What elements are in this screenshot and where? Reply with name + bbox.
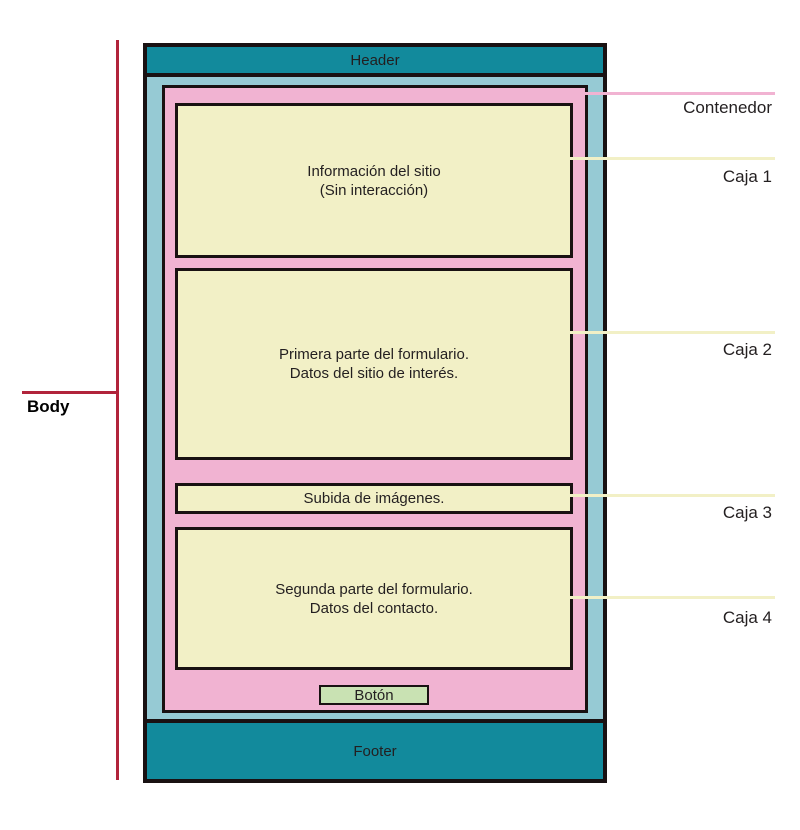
caja-4-leader-line: [553, 596, 775, 599]
boton-button: Botón: [319, 685, 429, 705]
body-bracket-line: [116, 40, 119, 780]
contenedor-box: Información del sitio (Sin interacción) …: [162, 85, 588, 713]
body-label: Body: [27, 397, 70, 416]
contenedor-callout-label: Contenedor: [683, 98, 772, 117]
contenedor-leader-line: [558, 92, 775, 95]
caja-2-line-1: Primera parte del formulario.: [278, 346, 470, 363]
caja-2-leader-line: [553, 331, 775, 334]
caja-3-leader-line: [553, 494, 775, 497]
caja-4-line-1: Segunda parte del formulario.: [275, 580, 473, 598]
caja-1-line-1: Información del sitio: [307, 162, 441, 180]
caja-3-box: Subida de imágenes.: [175, 483, 573, 514]
caja-2-box: Primera parte del formulario. Datos del …: [175, 268, 573, 460]
caja-1-leader-line: [553, 157, 775, 160]
caja-4-box: Segunda parte del formulario. Datos del …: [175, 527, 573, 670]
header-label: Header: [350, 51, 400, 69]
caja-4-line-2: Datos del contacto.: [309, 599, 439, 617]
caja-1-box: Información del sitio (Sin interacción): [175, 103, 573, 258]
footer-bar: Footer: [147, 719, 603, 779]
page-container: Header Información del sitio (Sin intera…: [143, 43, 607, 783]
body-bracket-tick: [22, 391, 117, 394]
caja-3-callout-label: Caja 3: [722, 503, 772, 522]
footer-label: Footer: [353, 742, 397, 760]
caja-1-line-2: (Sin interacción): [319, 181, 429, 199]
caja-4-callout-label: Caja 4: [722, 608, 772, 627]
caja-1-callout-label: Caja 1: [722, 167, 772, 186]
header-bar: Header: [147, 47, 603, 77]
caja-3-line-1: Subida de imágenes.: [303, 490, 445, 507]
boton-label: Botón: [354, 686, 394, 704]
caja-2-line-2: Datos del sitio de interés.: [289, 365, 459, 382]
page-body-area: Información del sitio (Sin interacción) …: [147, 77, 603, 719]
caja-2-callout-label: Caja 2: [722, 340, 772, 359]
